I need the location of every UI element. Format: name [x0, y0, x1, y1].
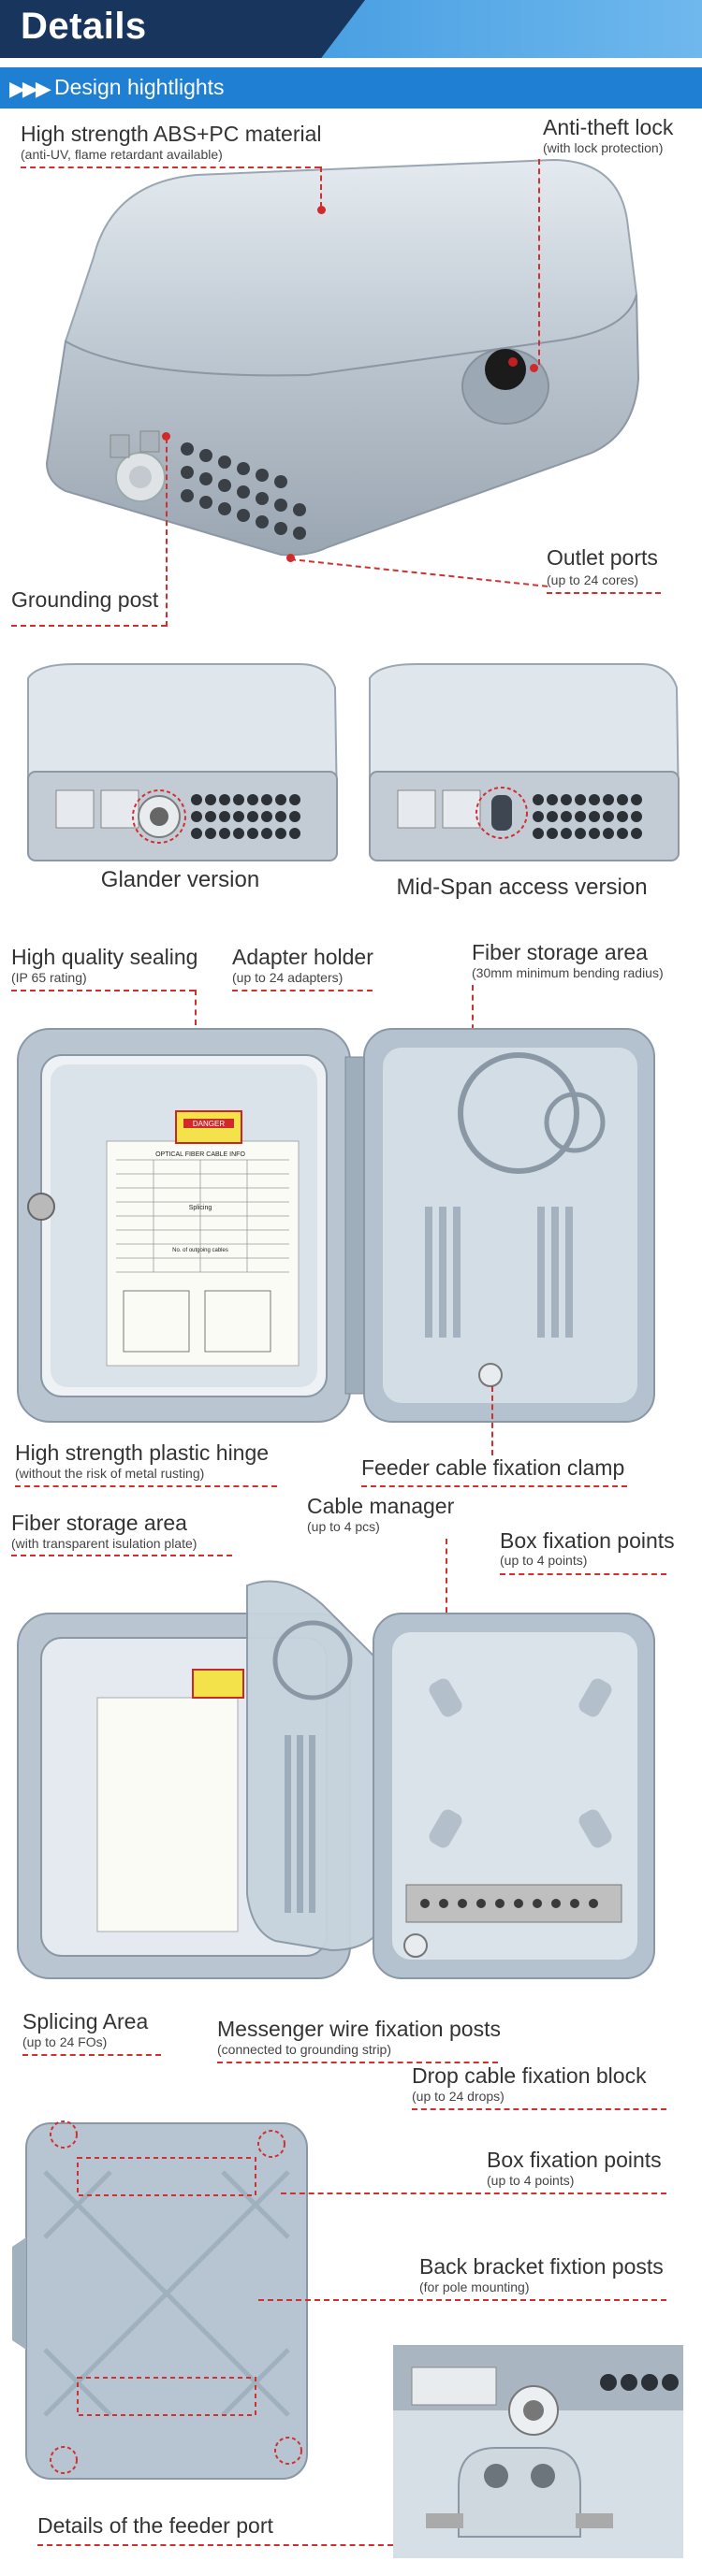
ground-marker [162, 432, 170, 441]
triple-arrow-icon: ▶▶▶ [9, 77, 51, 100]
messenger-leader [217, 2062, 498, 2063]
drop-leader [412, 2108, 666, 2110]
bracket-leader [258, 2299, 666, 2301]
ground-title: Grounding post [11, 587, 159, 612]
feeder-port-photo [393, 2345, 683, 2558]
lock-subtitle: (with lock protection) [543, 140, 664, 155]
adapter-subtitle: (up to 24 adapters) [232, 970, 344, 985]
sealing-title: High quality sealing [11, 945, 198, 969]
messenger-title: Messenger wire fixation posts [217, 2017, 501, 2041]
box2-leader [281, 2192, 666, 2194]
abs-leader-down [320, 166, 322, 208]
open-box-illustration: DANGER OPTICAL FIBER CABLE INFO Splicing… [17, 1028, 655, 1423]
header-banner: Details [0, 0, 702, 58]
splice-subtitle: (up to 24 FOs) [22, 2034, 108, 2049]
drop-subtitle: (up to 24 drops) [412, 2089, 505, 2104]
cable-subtitle: (up to 4 pcs) [307, 1519, 380, 1534]
drop-title: Drop cable fixation block [412, 2063, 647, 2088]
lock-marker [530, 364, 538, 372]
midspan-caption: Mid-Span access version [396, 875, 648, 900]
fiber1-title: Fiber storage area [472, 940, 648, 964]
abs-subtitle: (anti-UV, flame retardant available) [21, 147, 223, 162]
feeder-underline [37, 2544, 393, 2546]
hinge-leader [15, 1485, 277, 1487]
outlet-subtitle: (up to 24 cores) [547, 572, 639, 587]
fiber2-leader [11, 1555, 232, 1556]
abs-title: High strength ABS+PC material [21, 122, 322, 146]
box1-title: Box fixation points [500, 1528, 675, 1553]
sealing-leader [11, 990, 195, 991]
outlet-title: Outlet ports [547, 545, 658, 570]
fiber1-leader [472, 985, 474, 1060]
ground-leader [166, 438, 168, 627]
box2-title: Box fixation points [487, 2148, 662, 2172]
box2-subtitle: (up to 4 points) [487, 2173, 575, 2188]
sealing-subtitle: (IP 65 rating) [11, 970, 87, 985]
bracket-subtitle: (for pole mounting) [419, 2279, 530, 2294]
glander-version-illustration [27, 663, 339, 861]
glander-caption: Glander version [100, 867, 260, 892]
sheet-heading: OPTICAL FIBER CABLE INFO [155, 1151, 245, 1158]
splice-title: Splicing Area [22, 2009, 149, 2033]
section-bar: ▶▶▶ Design hightlights [0, 67, 702, 109]
section-title: Design hightlights [54, 75, 225, 99]
lock-title: Anti-theft lock [543, 115, 674, 139]
adapter-title: Adapter holder [232, 945, 373, 969]
adapter-leader [232, 990, 373, 991]
ground-underline [11, 625, 167, 627]
abs-marker [317, 206, 326, 214]
cable-leader [446, 1539, 447, 1632]
hinge-title: High strength plastic hinge [15, 1440, 270, 1465]
box1-subtitle: (up to 4 points) [500, 1553, 588, 1568]
messenger-subtitle: (connected to grounding strip) [217, 2042, 391, 2057]
page-title: Details [21, 6, 147, 47]
cable-title: Cable manager [307, 1494, 455, 1518]
box1-leader [500, 1573, 666, 1575]
outlet-marker [286, 554, 295, 562]
fiber1-subtitle: (30mm minimum bending radius) [472, 965, 664, 980]
midspan-version-illustration [369, 663, 680, 861]
fiber2-subtitle: (with transparent isulation plate) [11, 1536, 197, 1551]
outlet-underline [547, 592, 661, 594]
sealing-leader-down [195, 990, 197, 1025]
sheet-record: No. of outgoing cables [172, 1248, 228, 1253]
sheet-splicing: Splicing [189, 1205, 212, 1211]
abs-leader [21, 166, 320, 168]
closed-box-illustration [45, 158, 640, 557]
splice-leader [22, 2054, 161, 2056]
splice-tray-illustration [17, 1580, 655, 1979]
header-dark-panel [0, 0, 365, 58]
back-view-illustration [12, 2120, 308, 2480]
lock-leader [538, 159, 540, 365]
feeder-title: Details of the feeder port [37, 2513, 273, 2538]
hinge-subtitle: (without the risk of metal rusting) [15, 1466, 205, 1481]
bracket-title: Back bracket fixtion posts [419, 2254, 664, 2279]
clamp-underline [361, 1485, 627, 1487]
danger-label: DANGER [193, 1120, 225, 1128]
clamp-leader [491, 1386, 493, 1455]
clamp-title: Feeder cable fixation clamp [361, 1455, 625, 1480]
fiber2-title: Fiber storage area [11, 1511, 187, 1535]
